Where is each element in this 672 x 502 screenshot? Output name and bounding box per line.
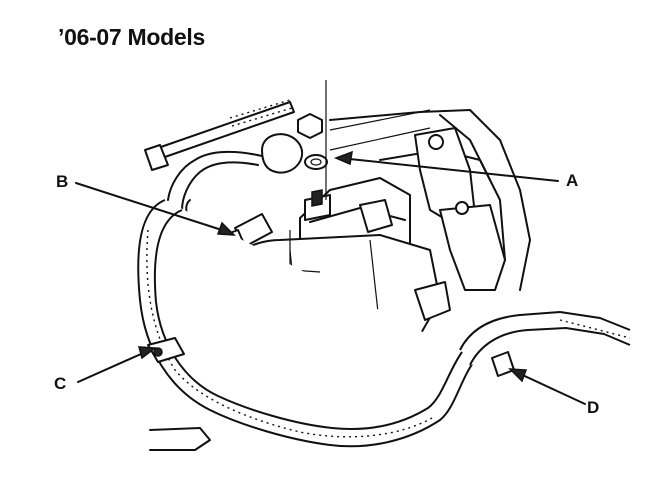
callout-c-label: C xyxy=(54,374,67,393)
diagram-title: ’06-07 Models xyxy=(58,24,205,50)
callout-b-label: B xyxy=(56,172,69,191)
leader-d xyxy=(515,371,586,405)
callout-leaders xyxy=(75,150,586,405)
leader-a xyxy=(339,157,559,182)
leader-d-arrow xyxy=(508,368,528,383)
nut-and-washer xyxy=(297,113,328,170)
leader-b-arrow xyxy=(216,221,236,236)
callout-a-label: A xyxy=(566,171,579,190)
wire-harness-left xyxy=(137,199,476,448)
wire-harness-right xyxy=(459,311,631,377)
callout-d-label: D xyxy=(587,398,600,417)
leader-a-arrow xyxy=(333,150,353,166)
mounting-bracket xyxy=(414,127,506,291)
leader-c xyxy=(77,349,151,383)
leader-b xyxy=(75,182,229,233)
leader-c-arrow xyxy=(138,346,158,360)
battery-cable-boot xyxy=(167,133,303,211)
upper-mounting-bolt xyxy=(144,99,295,171)
ground-wire xyxy=(149,427,211,451)
